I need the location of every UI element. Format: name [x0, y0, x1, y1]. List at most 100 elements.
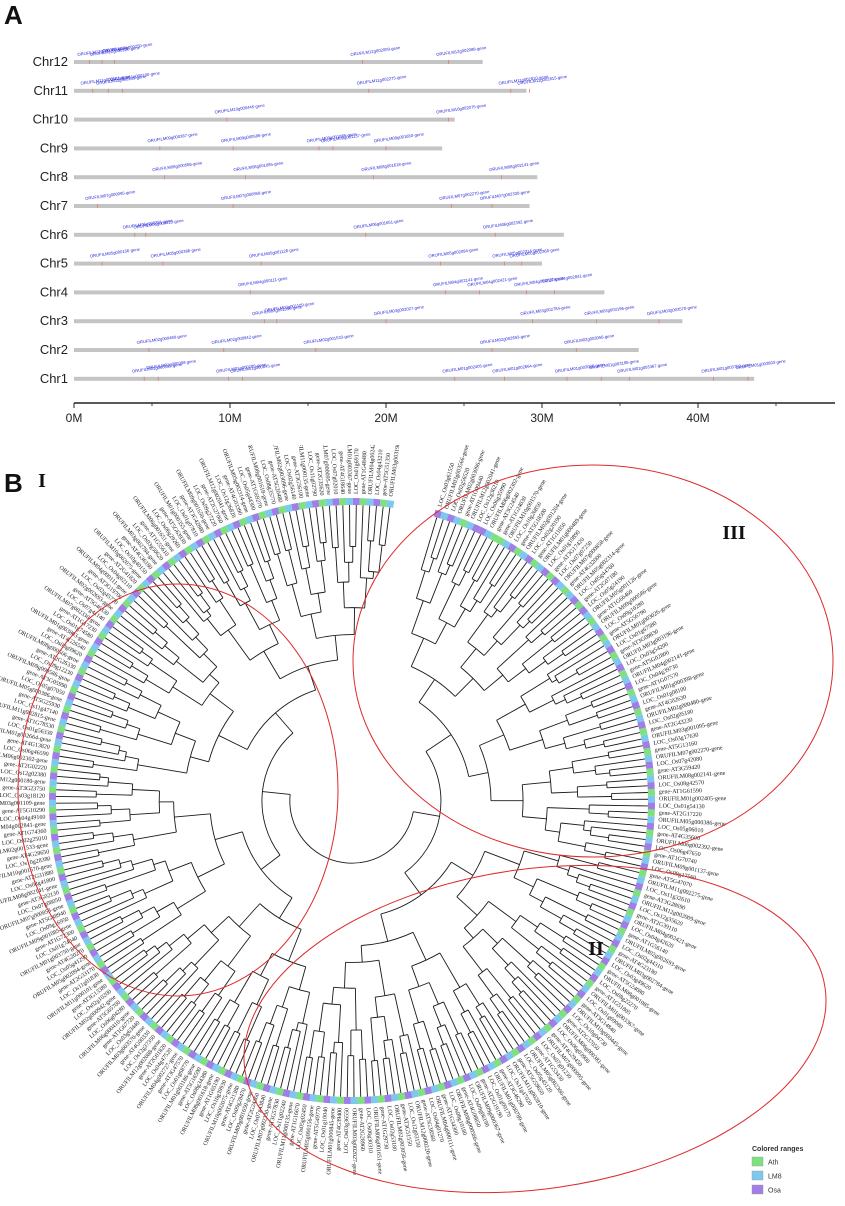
tree-branch: [201, 545, 225, 584]
tree-branch: [58, 838, 94, 844]
species-color-cell: [71, 679, 81, 689]
species-color-cell: [495, 536, 506, 546]
tree-branch: [359, 505, 364, 578]
tree-branch: [599, 712, 635, 725]
gene-label: ORUFILM08g000566-gene: [152, 160, 203, 172]
species-color-cell: [49, 806, 57, 814]
species-color-cell: [647, 781, 655, 790]
tree-branch-arc: [411, 666, 456, 697]
species-color-cell: [49, 772, 58, 780]
species-color-cell: [552, 1013, 563, 1024]
species-color-cell: [88, 947, 99, 958]
tree-branch: [302, 509, 310, 546]
species-color-cell: [647, 788, 655, 796]
tree-branch: [269, 1005, 278, 1024]
species-color-cell: [232, 520, 242, 530]
tree-branch: [102, 859, 120, 865]
tree-branch-arc: [464, 901, 489, 929]
tree-branch: [161, 997, 187, 1028]
species-color-cell: [51, 751, 60, 760]
tree-branch: [563, 914, 613, 942]
tree-branch: [190, 756, 209, 763]
species-color-cell: [57, 724, 66, 734]
tree-branch: [432, 1006, 442, 1027]
gene-label: ORUFILM11g002275-gene: [356, 74, 407, 86]
tree-branch: [384, 507, 391, 546]
tree-branch: [288, 511, 303, 570]
tree-branch-arc: [112, 693, 116, 700]
tree-branch: [64, 729, 103, 740]
tree-branch-arc: [176, 603, 182, 609]
gene-label: ORUFILM10g002075-gene: [436, 103, 487, 115]
tree-branch: [491, 948, 509, 966]
tree-branch-arc: [289, 986, 310, 993]
tree-branch: [588, 812, 609, 815]
tree-branch: [293, 1024, 308, 1092]
tree-branch: [111, 949, 145, 974]
tree-branch: [263, 651, 281, 680]
tree-branch-arc: [588, 884, 592, 890]
tree-branch: [56, 813, 112, 818]
tree-branch: [226, 581, 241, 607]
tree-branch-arc: [453, 983, 467, 992]
species-color-cell: [129, 1002, 140, 1012]
tree-branch: [608, 840, 645, 847]
species-color-cell: [161, 561, 172, 571]
tree-branch-arc: [300, 611, 322, 617]
tree-branch: [548, 966, 579, 992]
legend-label: Osa: [768, 1188, 781, 1195]
tree-branch-arc: [460, 1009, 469, 1015]
gene-label: ORUFILM08g001085-gene: [233, 160, 284, 172]
species-color-cell: [53, 853, 62, 862]
species-color-cell: [446, 513, 456, 523]
species-color-cell: [586, 616, 597, 627]
tree-branch: [342, 505, 346, 563]
tree-branch: [110, 889, 131, 899]
species-color-cell: [69, 685, 79, 695]
gene-label: ORUFILM02g001533-gene: [303, 333, 354, 345]
tree-branch: [299, 1056, 308, 1093]
tree-branch: [318, 1003, 324, 1032]
tree-branch: [335, 505, 339, 548]
species-color-cell: [625, 907, 635, 917]
tree-branch: [182, 1013, 205, 1045]
species-color-cell: [83, 654, 93, 664]
tree-branch: [56, 782, 108, 787]
tree-branch: [177, 1009, 200, 1041]
species-color-cell: [195, 538, 205, 548]
tree-branch: [425, 734, 452, 752]
tree-branch: [305, 568, 312, 595]
chromosome-bar: [74, 348, 639, 352]
tree-branch: [551, 791, 578, 794]
tree-branch: [465, 983, 480, 1006]
leaf-label: gene-AT3G59420: [657, 765, 700, 775]
species-color-cell: [295, 1091, 304, 1100]
tree-branch: [267, 560, 275, 579]
tree-branch-arc: [306, 1056, 313, 1059]
species-color-cell: [646, 822, 655, 831]
species-color-cell: [183, 545, 194, 555]
tree-branch: [204, 960, 222, 981]
tree-branch: [422, 1048, 435, 1086]
tree-branch: [374, 997, 378, 1018]
tree-branch: [454, 608, 466, 628]
tree-branch-arc: [110, 711, 114, 718]
species-color-cell: [443, 1080, 453, 1090]
tree-branch-arc: [518, 990, 524, 995]
tree-branch: [81, 897, 134, 922]
tree-branch: [501, 624, 521, 646]
tree-branch: [514, 570, 538, 599]
tree-branch: [164, 645, 180, 659]
species-color-cell: [638, 869, 647, 878]
tree-branch: [597, 867, 638, 880]
tree-branch: [484, 850, 520, 865]
tree-branch: [545, 742, 566, 750]
species-color-cell: [213, 528, 223, 538]
species-color-cell: [193, 1053, 203, 1063]
gene-label: ORUFILM01g003803-gene: [735, 358, 786, 370]
tree-branch: [190, 552, 210, 583]
leaf-label: ORUFILM12g000180-gene: [0, 776, 46, 786]
tree-branch: [494, 554, 517, 587]
tree-branch: [74, 697, 114, 713]
chromosome-row: Chr3: [40, 313, 683, 328]
